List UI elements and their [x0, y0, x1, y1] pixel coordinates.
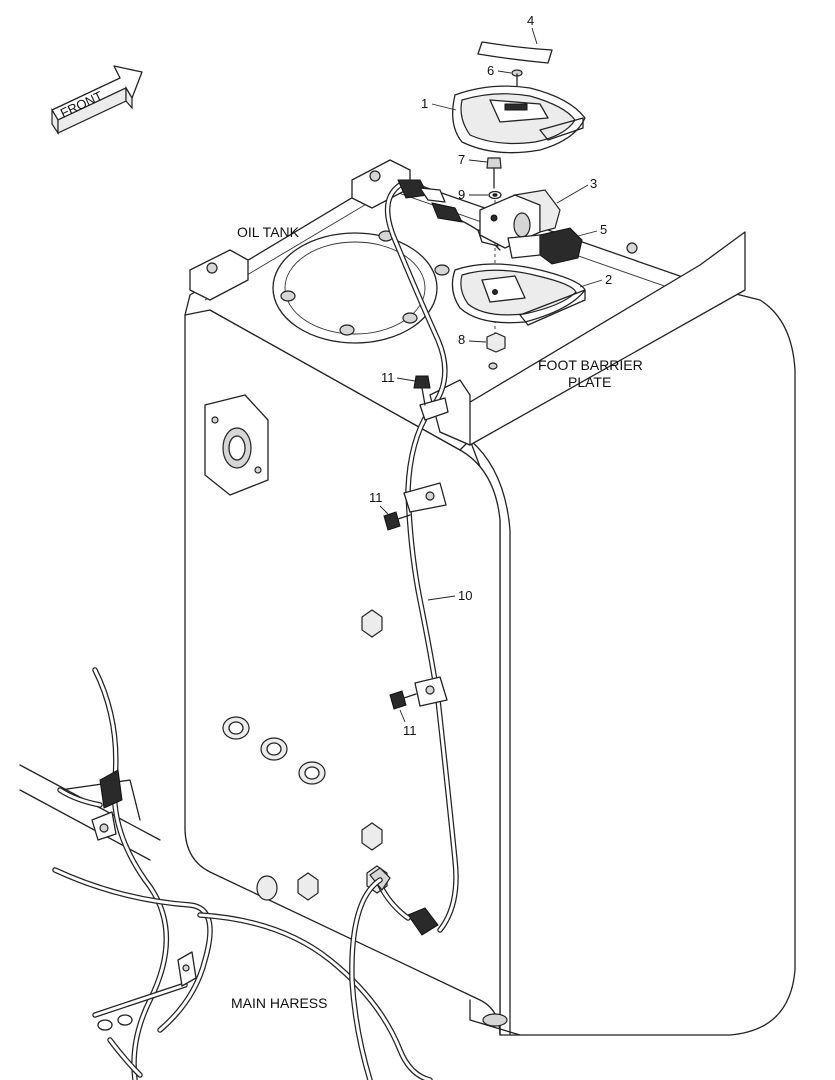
part-4-label-plate — [477, 41, 553, 64]
front-arrow-icon — [51, 65, 143, 135]
harness-connector — [397, 179, 501, 251]
callouts: 1 2 3 4 5 6 7 8 9 10 11 11 11 — [369, 13, 612, 738]
callout-8: 8 — [458, 332, 465, 347]
callout-6: 6 — [487, 63, 494, 78]
callout-11-middle: 11 — [369, 490, 383, 505]
part-8-nut — [486, 332, 506, 353]
callout-10: 10 — [458, 588, 472, 603]
callout-5: 5 — [600, 222, 607, 237]
part-2-base — [451, 263, 586, 326]
tank-port-flange — [204, 394, 269, 496]
bolt-11-top — [413, 375, 431, 406]
cable-clamps — [403, 397, 449, 707]
callout-11-top: 11 — [381, 370, 395, 385]
bolt-11-lower — [389, 690, 417, 710]
callout-3: 3 — [590, 176, 597, 191]
part-5-switch — [507, 227, 583, 265]
callout-1: 1 — [421, 96, 428, 111]
callout-2: 2 — [605, 272, 612, 287]
callout-11-lower: 11 — [403, 723, 417, 738]
main-harness-label: MAIN HARESS — [231, 995, 327, 1011]
part-3-bracket — [479, 189, 561, 249]
foot-barrier-label-line1: FOOT BARRIER — [538, 357, 643, 373]
part-7-bolt — [486, 157, 502, 189]
foot-barrier-label-line2: PLATE — [568, 374, 611, 390]
tank-fittings — [222, 609, 388, 901]
callout-7: 7 — [458, 152, 465, 167]
oil-tank-label: OIL TANK — [237, 224, 300, 240]
callout-9: 9 — [458, 187, 465, 202]
tank-top-brackets — [189, 159, 638, 301]
inspection-cover — [272, 230, 450, 344]
part-1-cover — [452, 85, 586, 154]
bolt-11-middle — [383, 511, 411, 531]
callout-4: 4 — [527, 13, 534, 28]
main-harness — [19, 667, 433, 1080]
